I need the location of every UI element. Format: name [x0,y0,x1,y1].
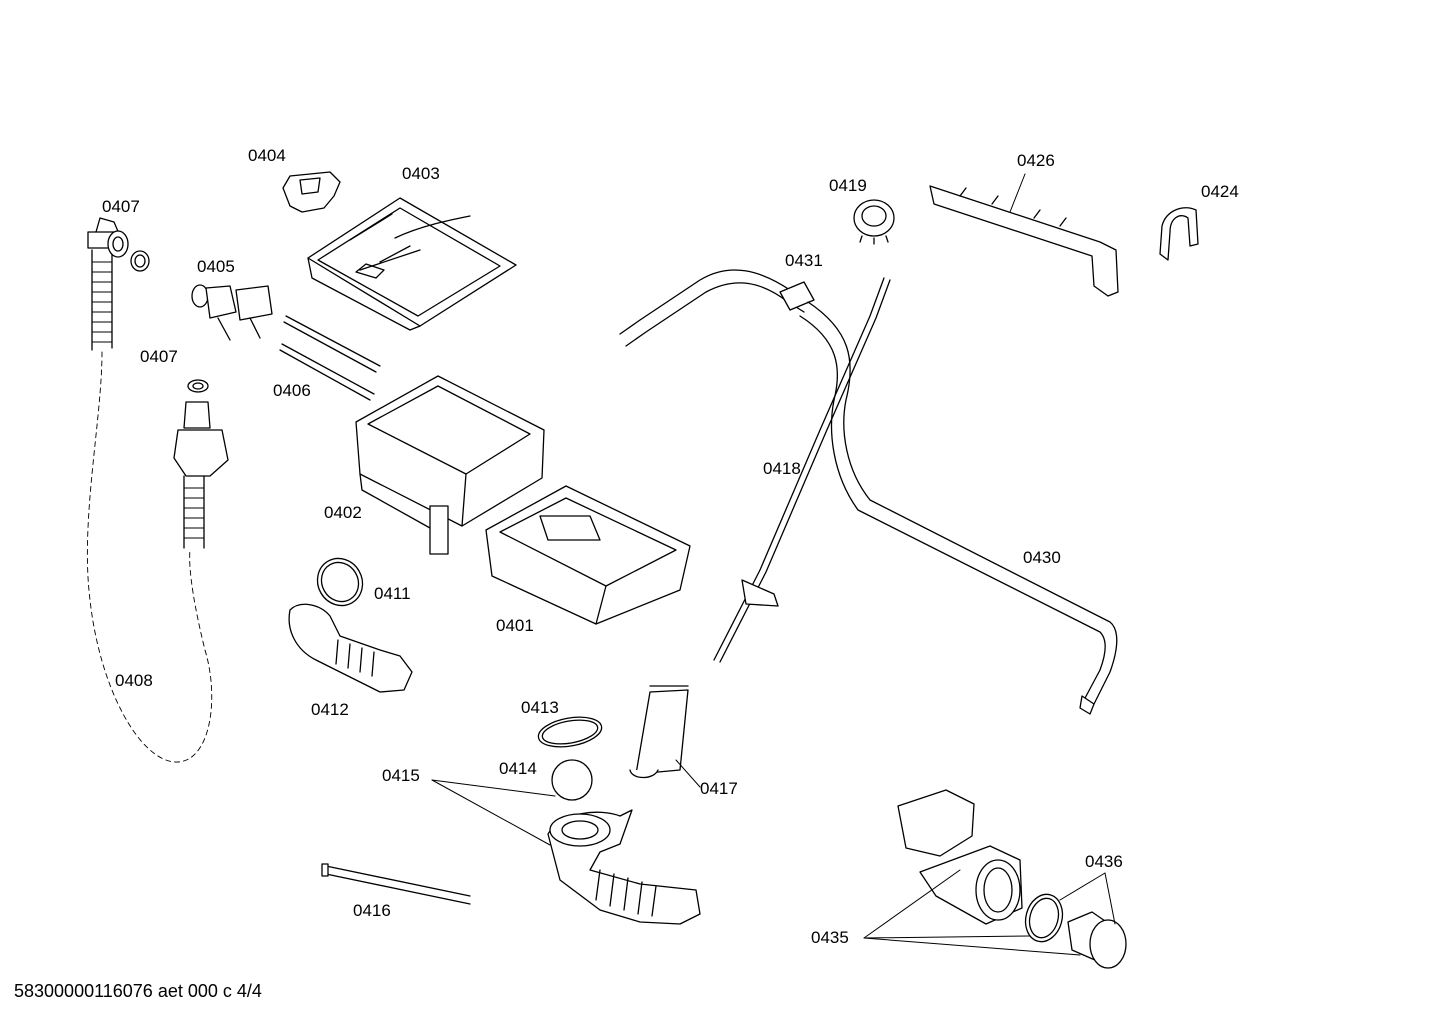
label-0418: 0418 [763,459,801,478]
part-0413-gasket [537,716,603,748]
part-0412-bellows-hose [288,603,413,693]
part-0414-ball [551,759,593,801]
label-0407-lower: 0407 [140,347,178,366]
label-0408: 0408 [115,671,153,690]
label-0413: 0413 [521,698,559,717]
label-0436: 0436 [1085,852,1123,871]
label-0417: 0417 [700,779,738,798]
label-0426: 0426 [1017,151,1055,170]
part-0426-bracket [929,185,1119,297]
label-0424: 0424 [1201,182,1239,201]
label-0402: 0402 [324,503,362,522]
part-0406-rods [279,315,381,401]
label-0419: 0419 [829,176,867,195]
label-0404: 0404 [248,146,286,165]
part-0415-sump [547,809,701,925]
part-0419-pressure-switch [853,199,895,245]
label-0406: 0406 [273,381,311,400]
label-0414: 0414 [499,759,537,778]
part-0416-small-hose [321,863,471,905]
part-0407-inlet-hose-elbow [87,217,150,351]
leader-lines [431,173,1116,956]
label-0435: 0435 [811,928,849,947]
label-0412: 0412 [311,700,349,719]
part-0430-drain-hose [799,301,1118,715]
label-0416: 0416 [353,901,391,920]
document-reference-footer: 58300000116076 aet 000 c 4/4 [14,981,262,1001]
part-0403-dispenser-lid [307,197,517,331]
label-0431: 0431 [785,251,823,270]
part-0407-hose-connector [173,379,229,549]
part-0411-seal-ring [316,557,364,607]
label-0407-top: 0407 [102,197,140,216]
part-0405-inlet-valve [191,284,273,341]
label-0415: 0415 [382,766,420,785]
label-0411: 0411 [374,584,411,603]
part-0435-drain-pump [897,789,1023,925]
label-0401: 0401 [496,616,534,635]
part-0424-clip [1159,207,1199,261]
label-0430: 0430 [1023,548,1061,567]
label-0405: 0405 [197,257,235,276]
part-0402-dispenser-housing [355,375,545,555]
part-0436-filter [1024,893,1127,969]
part-0408-hose-dashed [86,351,213,763]
part-0401-detergent-drawer [485,485,691,625]
label-0403: 0403 [402,164,440,183]
part-0431-hose [619,269,815,347]
part-0418-pressure-hose [713,277,891,663]
part-0417-air-chamber [629,685,689,779]
part-0404-clip [282,171,341,213]
